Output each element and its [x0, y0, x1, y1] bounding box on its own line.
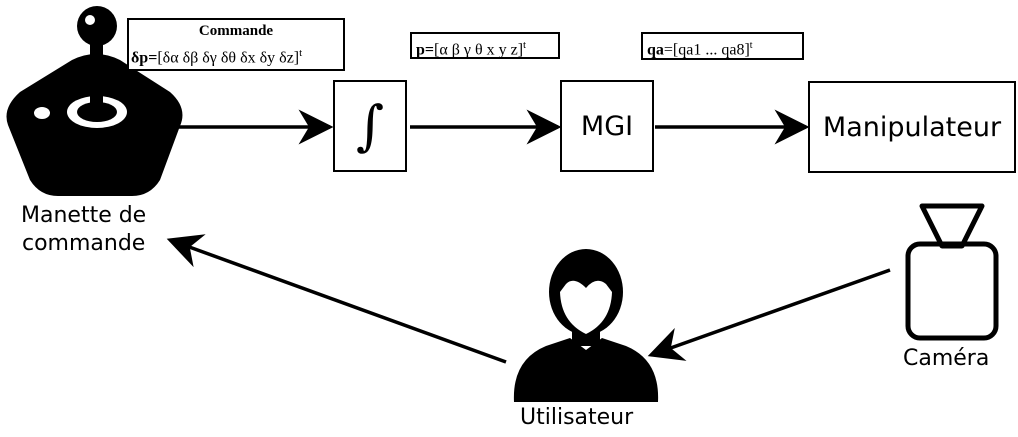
- command-rhs: [δα δβ δγ δθ δx δy δz]: [157, 49, 300, 67]
- pose-sup: t: [523, 39, 527, 51]
- arrow-camera-to-user: [647, 268, 891, 361]
- command-title: Commande: [198, 23, 274, 39]
- joints-rhs: =[qa1 ... qa8]: [663, 41, 750, 59]
- command-lhs: δp=: [131, 49, 158, 67]
- manipulator-block: Manipulateur: [808, 81, 1016, 173]
- user-label: Utilisateur: [520, 405, 634, 430]
- pose-lhs: p=: [416, 41, 435, 59]
- mgi-block: MGI: [560, 80, 654, 172]
- joystick-label-line2: commande: [22, 231, 146, 256]
- joints-formula-box: qa=[qa1 ... qa8]t: [641, 32, 804, 60]
- camera-label: Caméra: [903, 346, 990, 371]
- integrator-block: ∫: [333, 80, 407, 172]
- camera-icon: [905, 203, 999, 341]
- mgi-label: MGI: [580, 110, 634, 142]
- arrow-user-to-joystick: [166, 234, 507, 364]
- joints-sup: t: [749, 40, 753, 51]
- pose-rhs: [α β γ θ x y z]: [434, 41, 524, 59]
- joystick-icon: [6, 6, 183, 196]
- integral-symbol: ∫: [355, 94, 385, 157]
- joints-lhs: qa: [647, 41, 664, 59]
- user-icon: [513, 249, 659, 402]
- connector-arrows: [166, 109, 891, 364]
- pose-formula-box: p=[α β γ θ x y z]t: [410, 32, 560, 59]
- command-sup: t: [299, 47, 303, 59]
- manipulator-label: Manipulateur: [822, 111, 1002, 143]
- joystick-label-line1: Manette de: [21, 203, 147, 228]
- command-formula-box: Commande δp=[δα δβ δγ δθ δx δy δz]t: [127, 18, 345, 71]
